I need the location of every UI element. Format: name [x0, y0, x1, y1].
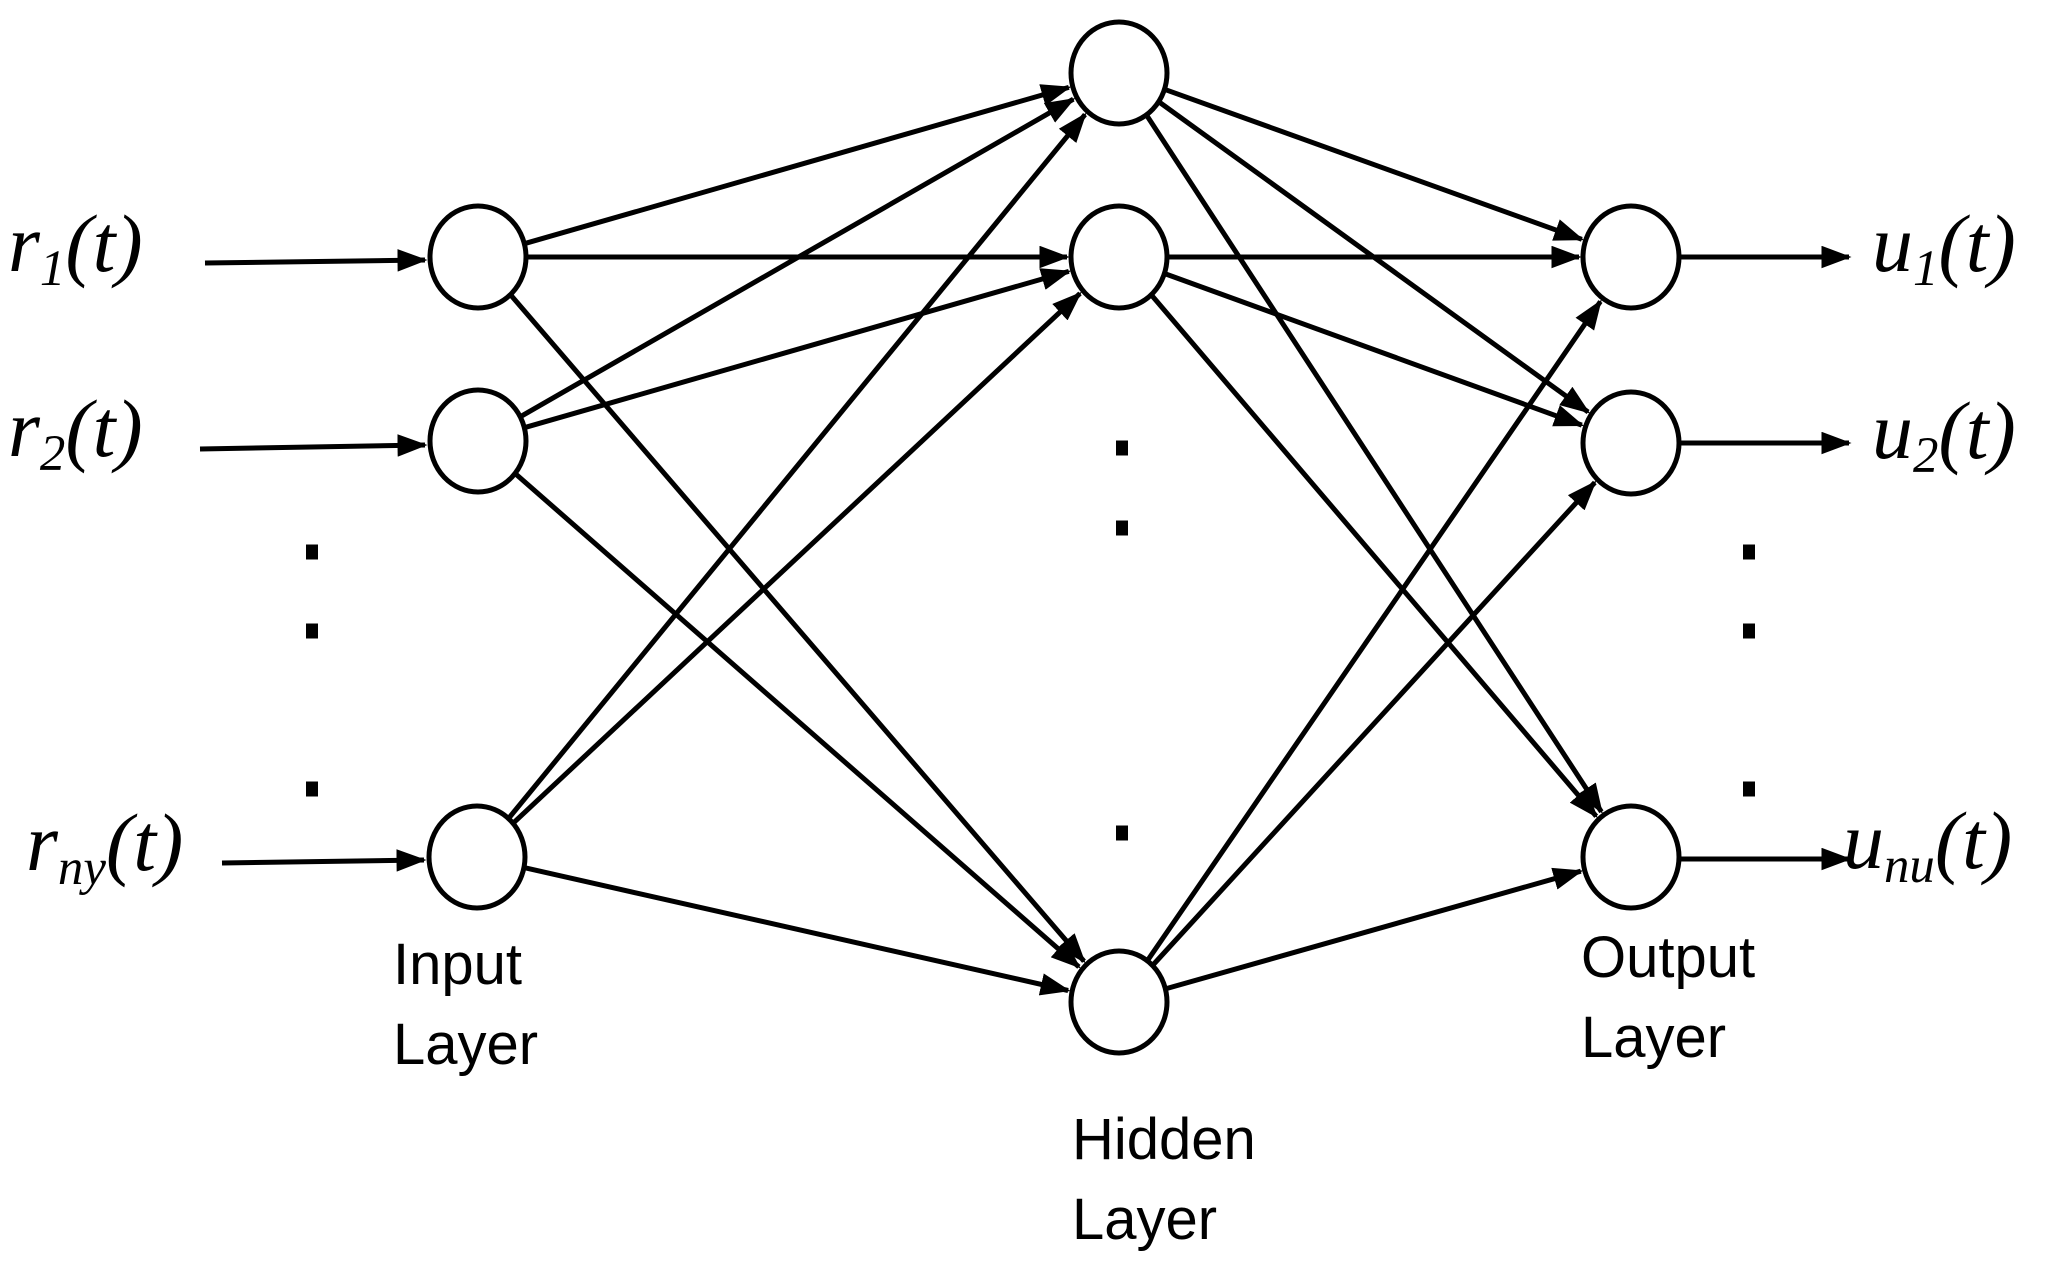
signal-subscript: 2 — [39, 425, 66, 482]
connection-arrow-hidden-3-to-output-2 — [1150, 480, 1597, 968]
connection-arrow-input-3-to-hidden-1 — [506, 112, 1087, 821]
input-node-3 — [426, 803, 528, 911]
output-signal-label-u1: u1(t) — [1872, 203, 2016, 294]
input-node-2 — [427, 387, 529, 495]
signal-subscript: nu — [1884, 837, 1935, 894]
ellipsis-dot-col3 — [1743, 623, 1755, 639]
output-node-2 — [1580, 389, 1682, 497]
io-arrows-group — [199, 245, 1852, 872]
connection-arrow-hidden-1-to-output-3 — [1144, 113, 1604, 814]
hidden-node-3 — [1068, 948, 1170, 1056]
caption-line: Layer — [393, 1012, 539, 1077]
input-arrow-3 — [221, 849, 427, 872]
caption-line: Input — [393, 932, 522, 997]
caption-line: Layer — [1072, 1187, 1218, 1252]
input-signal-label-r1: r1(t) — [8, 203, 143, 294]
ellipsis-dot-col3 — [1743, 544, 1755, 560]
signal-subscript: 1 — [1913, 240, 1939, 297]
hidden-layer-caption: Hidden Layer — [1072, 1100, 1256, 1260]
signal-arg: (t) — [1938, 198, 2016, 289]
connection-arrow-hidden-1-to-output-1 — [1163, 86, 1585, 242]
connection-arrow-input-3-to-hidden-3 — [523, 865, 1071, 996]
connection-arrow-input-1-to-hidden-1 — [523, 84, 1072, 247]
signal-base: u — [1872, 198, 1913, 289]
signal-base: r — [26, 797, 58, 888]
signal-base: r — [8, 198, 40, 289]
signal-arg: (t) — [65, 198, 143, 289]
output-signal-label-unu: unu(t) — [1843, 800, 2012, 891]
signal-subscript: 1 — [39, 240, 66, 297]
input-arrow-1 — [204, 249, 428, 272]
input-signal-label-r2: r2(t) — [8, 388, 143, 479]
ellipsis-dot-col2 — [1116, 825, 1128, 841]
connection-arrow-input-2-to-hidden-1 — [518, 97, 1076, 419]
connection-arrow-input-2-to-hidden-2 — [523, 268, 1072, 431]
edges-group — [506, 84, 1604, 996]
signal-subscript: 2 — [1913, 427, 1939, 484]
output-node-1 — [1580, 203, 1682, 311]
signal-arg: (t) — [1934, 795, 2013, 886]
output-layer-caption: Output Layer — [1581, 918, 1755, 1078]
ellipsis-dot-col1 — [306, 544, 318, 560]
signal-base: r — [8, 383, 40, 474]
input-signal-label-rny: rny(t) — [26, 802, 183, 893]
connection-arrow-hidden-2-to-output-3 — [1149, 293, 1599, 819]
input-layer-caption: Input Layer — [393, 925, 538, 1085]
caption-line: Layer — [1581, 1005, 1727, 1070]
signal-arg: (t) — [1938, 385, 2016, 476]
signal-arg: (t) — [105, 797, 184, 888]
signal-base: u — [1843, 795, 1884, 886]
hidden-node-2 — [1068, 203, 1170, 311]
connection-arrow-input-1-to-hidden-3 — [508, 292, 1086, 964]
caption-line: Output — [1581, 925, 1756, 990]
signal-subscript: ny — [57, 839, 106, 896]
ellipsis-dot-col2 — [1116, 520, 1128, 536]
connection-arrow-hidden-2-to-output-2 — [1163, 271, 1585, 428]
hidden-node-1 — [1068, 19, 1170, 127]
connection-arrow-input-3-to-hidden-2 — [511, 291, 1082, 826]
connection-arrow-hidden-3-to-output-1 — [1145, 299, 1603, 963]
input-node-1 — [427, 203, 529, 311]
ellipsis-dot-col3 — [1743, 781, 1755, 797]
ellipsis-dots-group — [306, 440, 1755, 841]
connection-arrow-input-2-to-hidden-3 — [513, 471, 1081, 969]
input-arrow-2 — [199, 434, 428, 457]
signal-arg: (t) — [65, 383, 143, 474]
ellipsis-dot-col1 — [306, 781, 318, 797]
signal-base: u — [1872, 385, 1913, 476]
ellipsis-dot-col1 — [306, 623, 318, 639]
ellipsis-dot-col2 — [1116, 440, 1128, 456]
output-node-3 — [1580, 803, 1682, 911]
connection-arrow-hidden-3-to-output-3 — [1164, 867, 1584, 992]
nodes-group — [426, 19, 1682, 1056]
caption-line: Hidden — [1072, 1107, 1256, 1172]
output-signal-label-u2: u2(t) — [1872, 390, 2016, 481]
